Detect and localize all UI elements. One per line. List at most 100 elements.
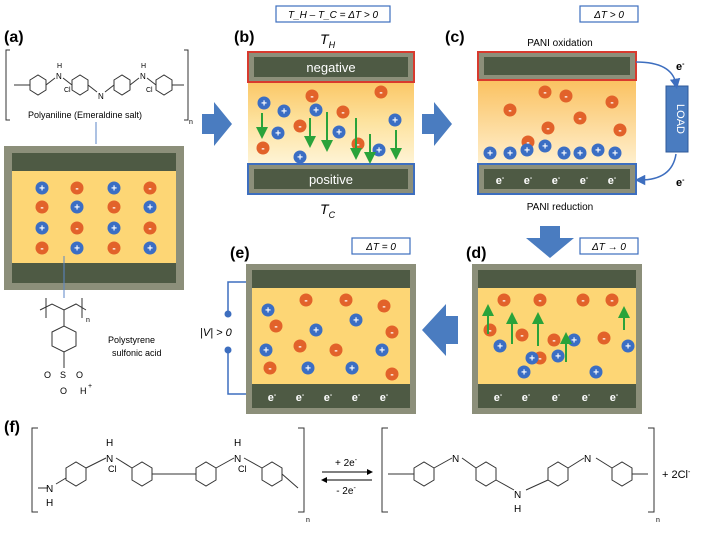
voltage-label: |V| > 0 — [200, 327, 233, 339]
panel-e-electron: e- — [268, 392, 277, 404]
panel-d-ion: + — [589, 365, 603, 379]
electron-top: e- — [676, 61, 685, 73]
device-a-ion: + — [143, 241, 157, 255]
svg-text:+: + — [353, 316, 359, 327]
panel-d-electron: e- — [494, 392, 503, 404]
n-atom-2: N — [98, 92, 104, 101]
flow-arrow-a-to-b — [202, 102, 232, 146]
polyaniline-label: Polyaniline (Emeraldine salt) — [28, 110, 142, 120]
svg-text:-: - — [274, 322, 277, 333]
svg-text:-: - — [602, 334, 605, 345]
svg-text:-: - — [581, 296, 584, 307]
flow-arrow-b-to-c — [422, 102, 452, 146]
svg-text:+: + — [305, 364, 311, 375]
svg-text:+: + — [612, 149, 618, 160]
repeat-n-a: n — [189, 119, 193, 126]
panel-d-electron: e- — [552, 392, 561, 404]
device-a-ion: + — [107, 181, 121, 195]
svg-text:-: - — [75, 224, 78, 235]
svg-text:+: + — [349, 364, 355, 375]
panel-c-anion: - — [503, 103, 517, 117]
flow-arrow-d-to-e — [422, 304, 458, 356]
svg-text:-: - — [538, 296, 541, 307]
panel-b-ion: + — [332, 125, 346, 139]
panel-c-cation: + — [503, 146, 517, 160]
svg-text:-: - — [552, 336, 555, 347]
panel-e-ion: - — [329, 343, 343, 357]
device-a-ion: + — [70, 241, 84, 255]
panel-e-ion: - — [263, 361, 277, 375]
panel-b-ion: - — [256, 141, 270, 155]
label-c: (c) — [445, 29, 465, 46]
load-label: LOAD — [674, 104, 686, 134]
panel-b-ion: + — [388, 113, 402, 127]
backward-label: - 2e- — [336, 485, 356, 497]
svg-text:+: + — [281, 107, 287, 118]
panel-d-ion: + — [525, 351, 539, 365]
svg-text:+: + — [524, 146, 530, 157]
panel-d-ion: - — [576, 293, 590, 307]
panel-e-electron: e- — [324, 392, 333, 404]
pani-reduction-label: PANI reduction — [527, 202, 594, 213]
panel-b-ion: - — [336, 105, 350, 119]
svg-text:+: + — [74, 203, 80, 214]
device-a-ion: + — [107, 221, 121, 235]
label-b: (b) — [234, 29, 254, 46]
panel-c-cation: + — [591, 143, 605, 157]
pss-label-2: sulfonic acid — [112, 348, 162, 358]
panel-e-ion: - — [385, 325, 399, 339]
label-f: (f) — [4, 419, 20, 436]
svg-text:+: + — [529, 354, 535, 365]
svg-text:+: + — [313, 106, 319, 117]
panel-b-ion: - — [293, 119, 307, 133]
pani-oxidation-label: PANI oxidation — [527, 38, 592, 49]
svg-text:+: + — [571, 336, 577, 347]
panel-d-ion: - — [605, 293, 619, 307]
svg-text:+: + — [379, 346, 385, 357]
f-left-h2: H — [106, 438, 113, 449]
device-a-ion: - — [70, 181, 84, 195]
negative-label: negative — [306, 60, 355, 75]
panel-d-ion: + — [567, 333, 581, 347]
svg-text:+: + — [542, 142, 548, 153]
panel-d-electron: e- — [522, 392, 531, 404]
svg-text:-: - — [564, 92, 567, 103]
panel-e-ion: - — [385, 367, 399, 381]
svg-text:+: + — [487, 149, 493, 160]
panel-c-cation: + — [520, 143, 534, 157]
device-a-ion: - — [35, 200, 49, 214]
n-atom-1: N — [56, 72, 62, 81]
svg-text:+: + — [392, 116, 398, 127]
label-a: (a) — [4, 29, 24, 46]
svg-text:-: - — [148, 224, 151, 235]
svg-text:-: - — [488, 326, 491, 337]
panel-c-anion: - — [538, 85, 552, 99]
panel-d-ion: - — [597, 331, 611, 345]
svg-text:+: + — [111, 184, 117, 195]
panel-b-ion: + — [372, 143, 386, 157]
positive-label: positive — [309, 172, 353, 187]
top-electrode-c — [484, 57, 630, 75]
svg-text:+: + — [147, 244, 153, 255]
panel-c-cation: + — [573, 146, 587, 160]
cl-1: Cl — [64, 87, 71, 94]
panel-d-electron: e- — [610, 392, 619, 404]
svg-text:-: - — [356, 140, 359, 151]
forward-label: + 2e- — [335, 457, 358, 469]
svg-text:-: - — [341, 108, 344, 119]
svg-text:+: + — [74, 244, 80, 255]
f-left-cl1: Cl — [108, 464, 117, 474]
f-left-h1: H — [46, 498, 53, 509]
panel-e-electron: e- — [380, 392, 389, 404]
panel-c-anion: - — [573, 111, 587, 125]
device-a-ion: - — [107, 241, 121, 255]
panel-c: ΔT > 0 PANI oxidation e-e-e-e-e- PANI re… — [477, 5, 689, 213]
svg-text:+: + — [497, 342, 503, 353]
device-a-ion: + — [70, 200, 84, 214]
condition-box-d — [579, 237, 639, 255]
svg-text:+: + — [336, 128, 342, 139]
device-a-ion: - — [143, 221, 157, 235]
panel-e-ion: - — [293, 339, 307, 353]
oxygen-left: O — [44, 370, 51, 380]
condition-box-c — [579, 5, 639, 23]
